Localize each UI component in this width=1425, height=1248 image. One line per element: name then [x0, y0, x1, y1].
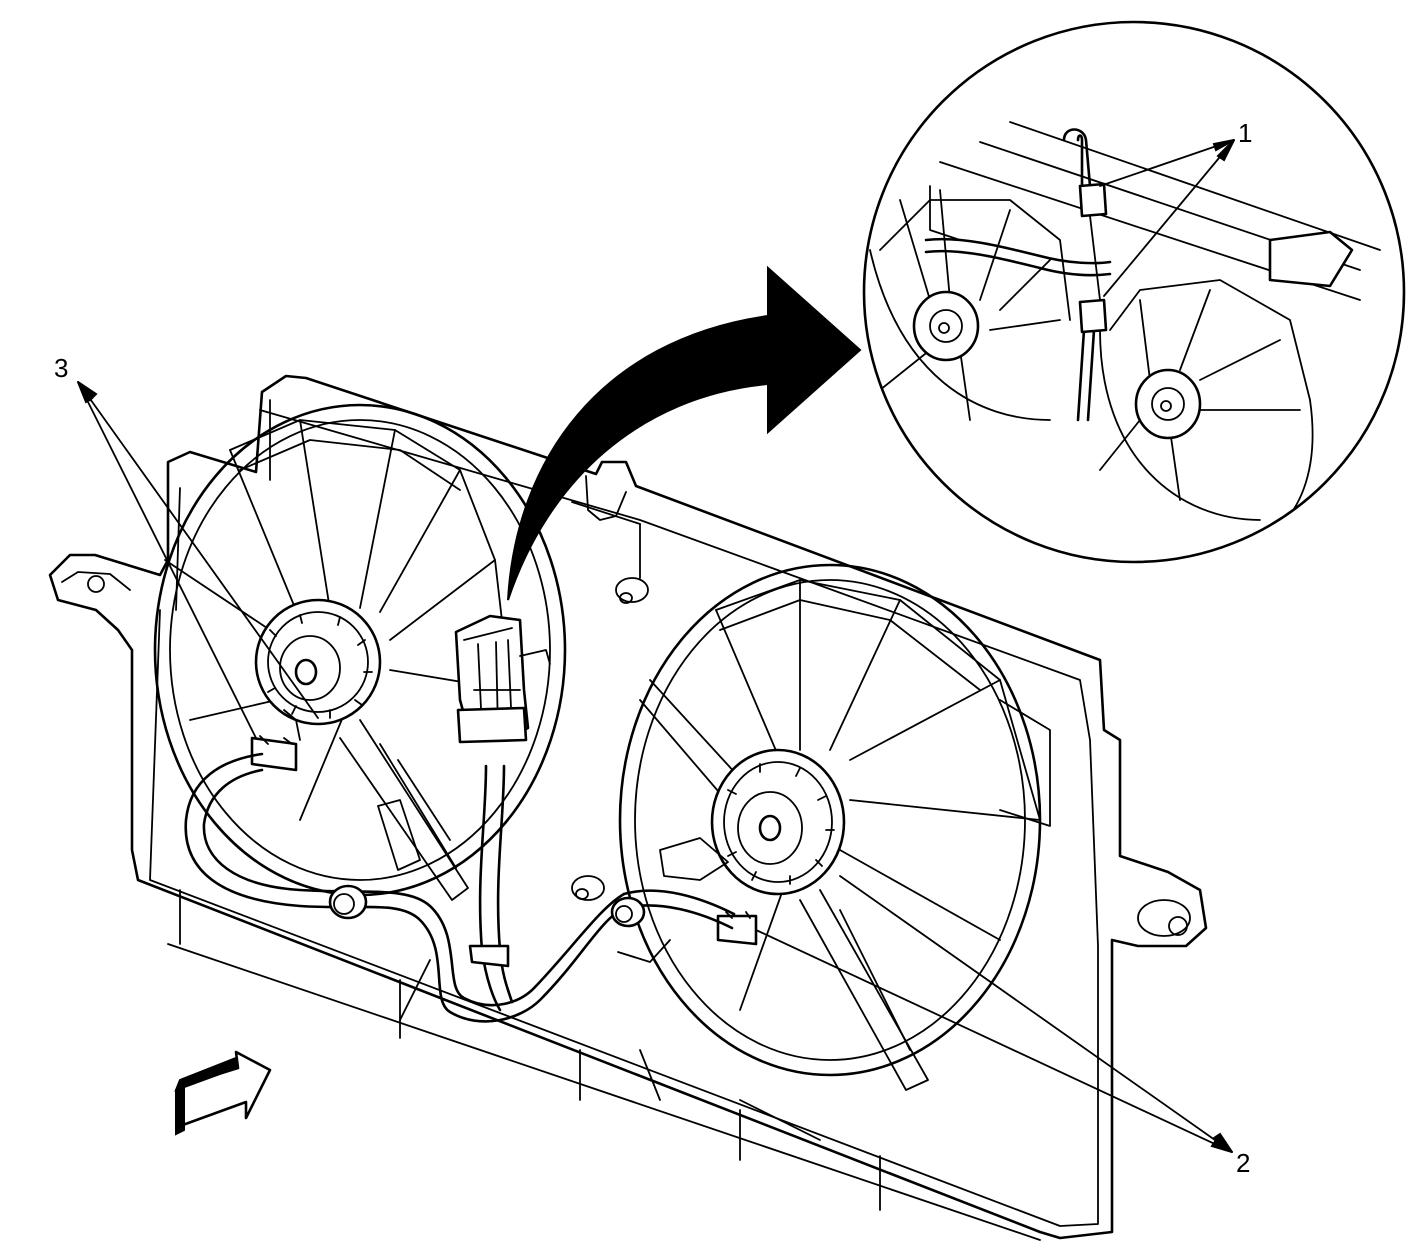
- fan-shroud-frame: [48, 374, 1208, 1241]
- callout-label-1: 1: [1238, 118, 1252, 148]
- callout-label-3: 3: [54, 353, 68, 383]
- view-direction-arrow: [174, 1050, 272, 1136]
- wiring-harness: [184, 752, 736, 1023]
- right-cooling-fan: [617, 563, 1051, 1091]
- detail-view-arrow: [507, 265, 862, 601]
- connector-detail-view: [862, 20, 1406, 564]
- harness-connector: [454, 614, 551, 744]
- callout-label-2: 2: [1236, 1148, 1250, 1178]
- leader-lines: [77, 139, 1235, 1153]
- left-cooling-fan: [153, 403, 567, 901]
